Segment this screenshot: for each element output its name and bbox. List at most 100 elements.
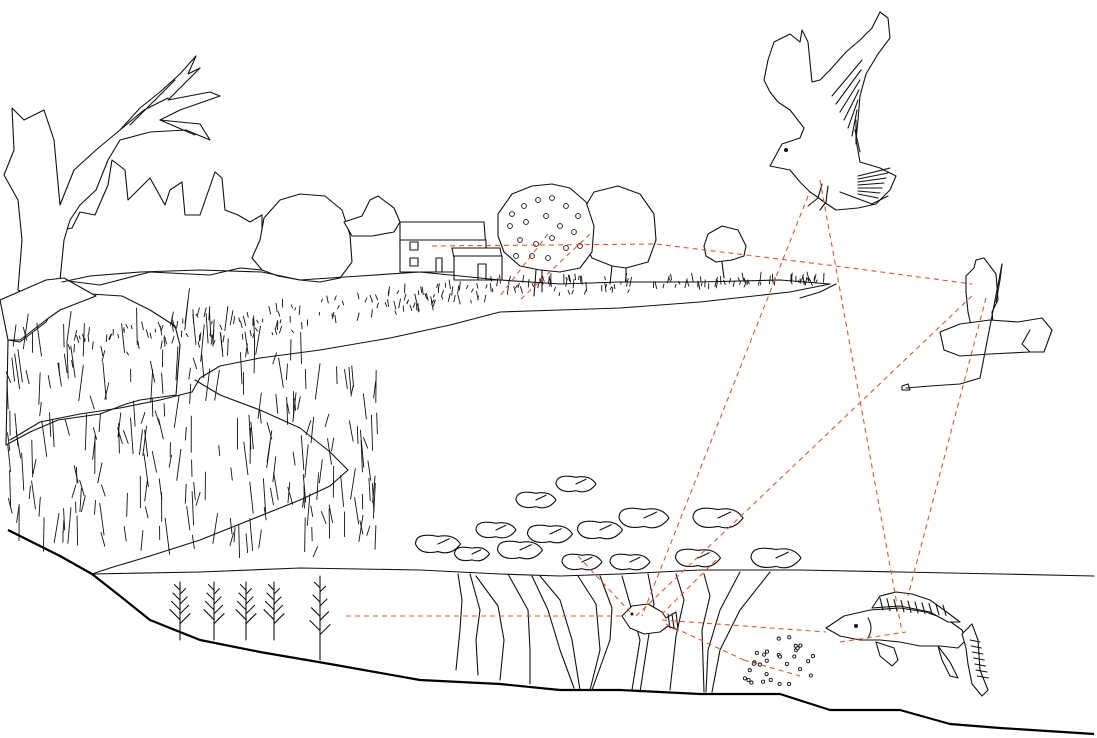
reed-blade [185, 484, 186, 504]
fruit-dot [558, 224, 563, 229]
food-web-link [666, 624, 744, 660]
grass-blade [395, 310, 397, 314]
grass-blade [614, 284, 615, 289]
reed-blade [250, 482, 254, 514]
grass-blade [810, 281, 812, 286]
reed-blade [189, 368, 191, 380]
grass-blade [212, 321, 213, 324]
grass-blade [816, 280, 818, 283]
grass-blade [291, 305, 293, 309]
shrub-branch [180, 614, 190, 624]
reed-blade [349, 421, 353, 442]
fruit-dot [550, 236, 555, 241]
grass-blade [198, 342, 199, 348]
reed-blade [152, 398, 153, 417]
reed-blade [155, 410, 160, 425]
reed-blade [301, 332, 302, 364]
grass-blade [388, 299, 389, 307]
grass-blade [413, 302, 415, 307]
reed-blade [32, 459, 36, 477]
grass-blade [253, 333, 254, 338]
grass-blade [385, 302, 387, 307]
grass-blade [466, 285, 468, 289]
grass-blade [436, 284, 438, 288]
reed-blade [165, 518, 170, 555]
grass-blade [278, 311, 280, 316]
reed-blade [202, 354, 204, 378]
grass-blade [280, 319, 281, 323]
reed-blade [81, 496, 85, 513]
fish-egg [769, 678, 772, 681]
shrub-branch [207, 593, 214, 600]
fish-egg [787, 682, 790, 685]
reed-blade [123, 430, 128, 444]
reed-blade [145, 479, 148, 501]
grass-blade [769, 276, 770, 285]
reed-blade [219, 445, 220, 456]
grass-blade [399, 299, 401, 309]
grass-blade [508, 276, 510, 284]
grass-blade [532, 283, 534, 287]
reed-blade [305, 444, 308, 477]
grass-blade [806, 277, 807, 283]
grass-blade [471, 300, 472, 304]
shrub-branch [214, 589, 220, 595]
grass-blade [375, 294, 377, 300]
shrub-seedlings [170, 576, 330, 660]
shrub-branch [214, 597, 221, 604]
shrub-branch [246, 597, 253, 604]
grass-blade [250, 330, 251, 336]
reed-blade [196, 492, 200, 506]
grass-blade [243, 316, 245, 326]
grass-blade [255, 328, 257, 332]
shrub-branch [180, 597, 187, 604]
fish-egg [807, 660, 810, 663]
reed-blade [371, 415, 372, 451]
food-web-link [662, 620, 826, 632]
shrub-branch [214, 605, 223, 614]
reed-blade [276, 394, 278, 414]
grass-blade [415, 294, 417, 303]
shrub-branch [246, 589, 252, 595]
reed-blade [194, 482, 196, 500]
shrub-branch [320, 625, 330, 635]
grass-blade [404, 294, 406, 301]
reed-blade [325, 414, 329, 427]
reed-blade [94, 500, 95, 514]
reed-blade [369, 478, 370, 501]
fruit-dot [564, 246, 569, 251]
fruit-dot [524, 220, 529, 225]
grass-blade [295, 307, 296, 310]
reed-blade [230, 310, 233, 325]
grass-blade [687, 280, 689, 287]
shrub-branch [320, 586, 326, 592]
reed-blade [351, 468, 356, 499]
small-fish [622, 604, 678, 634]
grass-blade [200, 332, 201, 340]
shrub-branch [175, 585, 181, 591]
grass-blade [477, 283, 478, 288]
reed-blade [159, 418, 164, 439]
grass-blade [575, 274, 576, 280]
reed-blade [246, 533, 248, 553]
reed-blade [29, 486, 30, 499]
grass-blade [197, 308, 199, 317]
grass-blade [484, 295, 486, 302]
reed-blade [32, 440, 33, 474]
shrub-branch [170, 610, 180, 620]
reed-blade [359, 515, 363, 542]
reed-blade [201, 324, 205, 361]
reed-blade [187, 506, 190, 530]
grass-blade [186, 333, 188, 337]
fish-egg [743, 677, 746, 680]
shrub-branch [312, 608, 321, 617]
fruit-dot [550, 196, 555, 201]
shrub-branch [173, 593, 180, 600]
grass-blade [370, 295, 372, 302]
reed-blade [367, 526, 370, 536]
grass-blade [448, 293, 450, 302]
grass-blade [371, 309, 372, 317]
grass-blade [799, 280, 800, 283]
grass-blade [610, 286, 612, 289]
shrub-branch [267, 593, 274, 600]
